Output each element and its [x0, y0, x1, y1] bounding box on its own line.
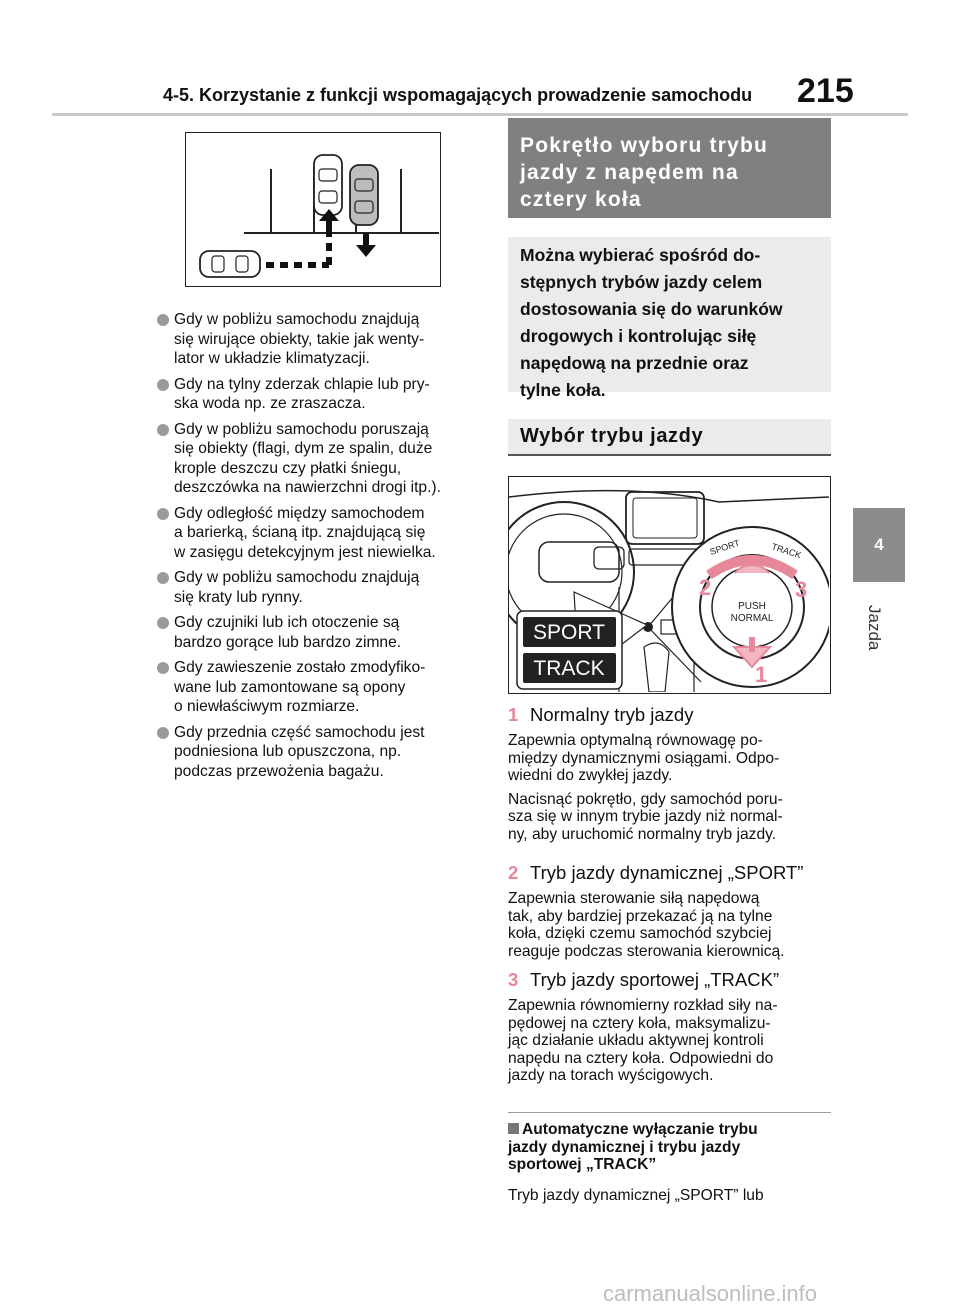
bullet-icon: [157, 314, 169, 326]
bullet-icon: [157, 662, 169, 674]
drive-mode-dial-illustration: SPORT TRACK PUSH NORMAL 2 3 1 SPORT TRAC…: [493, 476, 833, 694]
moving-car-icon: [199, 250, 261, 278]
svg-text:3: 3: [795, 577, 807, 602]
bullet-icon: [157, 423, 169, 436]
chapter-title: 4-5. Korzystanie z funkcji wspomagającyc…: [163, 85, 753, 105]
chapter-tab-label: Jazda: [865, 605, 884, 651]
parked-car-icon: [313, 154, 343, 216]
list-item: Gdy odległość między samochodem a barier…: [157, 504, 487, 563]
svg-text:TRACK: TRACK: [533, 657, 604, 680]
svg-text:SPORT: SPORT: [533, 621, 605, 644]
divider: [508, 1112, 831, 1113]
list-item: Gdy przednia część samochodu jest podnie…: [157, 723, 487, 782]
list-item: Gdy w pobliżu samochodu znajdują się kra…: [157, 568, 487, 607]
section-intro: Można wybierać spośród do- stępnych tryb…: [508, 237, 831, 400]
list-item: Gdy zawieszenie zostało zmodyfiko- wane …: [157, 658, 487, 717]
header-rule: [52, 113, 908, 116]
section-heading: Pokrętło wyboru trybu jazdy z napędem na…: [508, 118, 831, 218]
list-item: Gdy na tylny zderzak chlapie lub pry- sk…: [157, 375, 487, 414]
svg-text:2: 2: [699, 575, 711, 600]
square-bullet-icon: [508, 1123, 519, 1134]
svg-text:NORMAL: NORMAL: [731, 613, 774, 624]
detection-limitations-list: Gdy w pobliżu samochodu znajdują się wir…: [157, 310, 487, 787]
subsection-heading: Wybór trybu jazdy: [508, 419, 831, 456]
bullet-icon: [157, 572, 169, 584]
gray-car-icon: [349, 164, 379, 226]
watermark: carmanualsonline.info: [603, 1281, 818, 1306]
auto-off-heading: Automatyczne wyłączanie trybu jazdy dyna…: [508, 1121, 758, 1173]
page-number: 215: [797, 72, 854, 110]
auto-off-body: Tryb jazdy dynamicznej „SPORT” lub: [508, 1187, 764, 1204]
parking-illustration: [185, 132, 441, 287]
chapter-tab: 4: [853, 508, 905, 582]
list-item: Gdy czujniki lub ich otoczenie są bardzo…: [157, 613, 487, 652]
bullet-icon: [157, 726, 169, 739]
bullet-icon: [157, 617, 169, 629]
svg-text:PUSH: PUSH: [738, 601, 766, 612]
bullet-icon: [157, 378, 169, 391]
bullet-icon: [157, 507, 169, 520]
svg-text:1: 1: [755, 662, 767, 687]
list-item: Gdy w pobliżu samochodu poruszają się ob…: [157, 420, 487, 498]
list-item: Gdy w pobliżu samochodu znajdują się wir…: [157, 310, 487, 369]
